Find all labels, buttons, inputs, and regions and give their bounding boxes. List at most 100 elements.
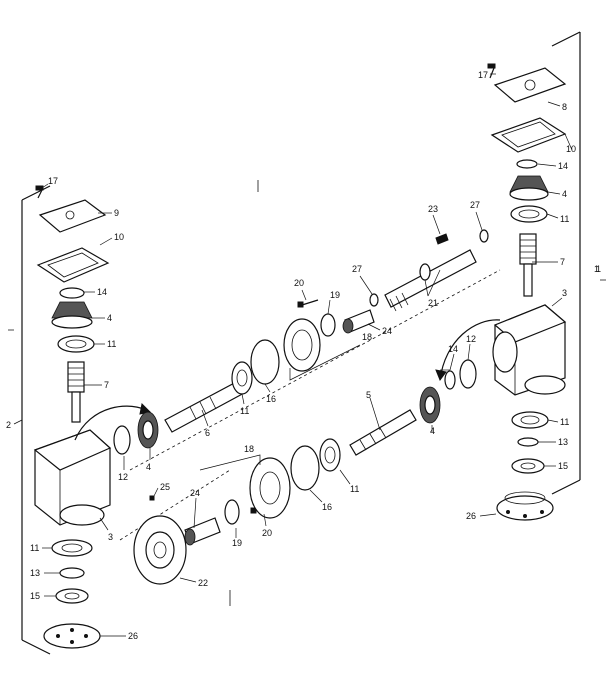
right-bracket-top (551, 31, 581, 47)
seal-12-left (113, 425, 131, 455)
bearing-11-left-upper (57, 335, 95, 353)
ring-14-right-horizontal (444, 370, 456, 390)
callout-21: 21 (428, 298, 438, 308)
callout-27-mid: 27 (352, 264, 362, 274)
ring-19-upper (320, 313, 336, 337)
callout-11-right-lower: 11 (560, 417, 569, 427)
bevel-gear-4-left (51, 301, 93, 329)
callout-5: 5 (366, 390, 371, 400)
callout-8: 8 (562, 102, 567, 112)
callout-15-left: 15 (30, 591, 40, 601)
callout-3-left: 3 (108, 532, 113, 542)
callout-11-mid-lower: 11 (350, 484, 359, 494)
screw-17-right (487, 63, 496, 79)
bearing-11-left-lower (51, 539, 93, 557)
gearbox-housing-3-left (33, 429, 112, 526)
callout-7-left: 7 (104, 380, 109, 390)
key-23 (435, 233, 449, 245)
flange-18-upper (283, 318, 321, 372)
callout-1-right: 1 (594, 264, 599, 274)
left-bracket-bottom (21, 639, 51, 655)
callout-13-right: 13 (558, 437, 568, 447)
callout-24-upper: 24 (382, 326, 392, 336)
callout-18-upper: 18 (362, 332, 372, 342)
hub-22 (133, 515, 187, 585)
shaft-5 (349, 409, 417, 456)
ring-19-lower (224, 499, 240, 525)
callout-14-right-horizontal: 14 (448, 344, 458, 354)
callout-26-right: 26 (466, 511, 476, 521)
callout-13-left: 13 (30, 568, 40, 578)
callout-15-right: 15 (558, 461, 568, 471)
right-bracket-bottom (551, 479, 581, 495)
callout-14-left: 14 (97, 287, 107, 297)
ring-13-right (517, 437, 539, 447)
callout-19-lower: 19 (232, 538, 242, 548)
bevel-gear-4-left-horizontal (137, 411, 159, 449)
bearing-11-right-upper (510, 205, 548, 223)
cover-plate-8 (493, 67, 567, 103)
ring-13-left (59, 567, 85, 579)
left-bracket-top (21, 185, 51, 201)
seal-15-right (511, 458, 545, 474)
callout-3-right: 3 (562, 288, 567, 298)
callout-17-left: 17 (48, 176, 58, 186)
screw-17-left (35, 185, 44, 199)
ring-27-mid (369, 293, 379, 307)
bushing-24-upper (342, 309, 375, 334)
bevel-gear-4-right-horizontal (419, 386, 441, 424)
bevel-gear-4-right (509, 175, 549, 201)
shaft-7-right (519, 233, 537, 297)
callout-4-right-horizontal: 4 (430, 426, 435, 436)
bearing-11-right-lower (511, 411, 549, 429)
ring-27-right (479, 229, 489, 243)
bearing-11-mid-upper (231, 361, 253, 395)
guide-upper (129, 269, 501, 471)
ring-14-right (516, 159, 538, 169)
bracket-18-upper (289, 344, 361, 381)
gasket-10-left (36, 247, 110, 283)
callout-17-right: 17 (478, 70, 488, 80)
leader-lines (13, 73, 573, 637)
seal-15-left (55, 588, 89, 604)
callout-10-right: 10 (566, 144, 576, 154)
ring-14-left (59, 287, 85, 299)
tick-marks (8, 180, 606, 606)
callout-23: 23 (428, 204, 438, 214)
callout-27-right: 27 (470, 200, 480, 210)
callout-16-lower: 16 (322, 502, 332, 512)
callout-10-left: 10 (114, 232, 124, 242)
screw-20-upper (297, 299, 319, 308)
shaft-7-left (67, 361, 85, 423)
setscrew-25 (149, 495, 155, 501)
callout-4-left: 4 (107, 313, 112, 323)
callout-20-lower: 20 (262, 528, 272, 538)
callout-20-upper: 20 (294, 278, 304, 288)
callout-18-lower: 18 (244, 444, 254, 454)
cover-16-lower (290, 445, 320, 491)
bracket-18-lower (199, 454, 261, 471)
callout-6: 6 (205, 428, 210, 438)
callout-4-left-horizontal: 4 (146, 462, 151, 472)
guide-lower (119, 469, 231, 541)
shaft-21 (384, 249, 477, 312)
callout-9: 9 (114, 208, 119, 218)
bearing-11-mid-lower (319, 438, 341, 472)
callout-14-right: 14 (558, 161, 568, 171)
callout-12-right: 12 (466, 334, 476, 344)
callout-19-upper: 19 (330, 290, 340, 300)
assembly-arrow-right (439, 319, 501, 381)
bushing-24-lower (184, 517, 221, 546)
callout-25: 25 (160, 482, 170, 492)
callout-16-upper: 16 (266, 394, 276, 404)
callout-11-left: 11 (107, 339, 116, 349)
callout-22: 22 (198, 578, 208, 588)
callout-2: 2 (6, 420, 11, 430)
callout-1: 1 (596, 264, 601, 274)
callout-4-right: 4 (562, 189, 567, 199)
callout-7-right: 7 (560, 257, 565, 267)
callout-26-left: 26 (128, 631, 138, 641)
callout-11-mid-upper: 11 (240, 406, 249, 416)
